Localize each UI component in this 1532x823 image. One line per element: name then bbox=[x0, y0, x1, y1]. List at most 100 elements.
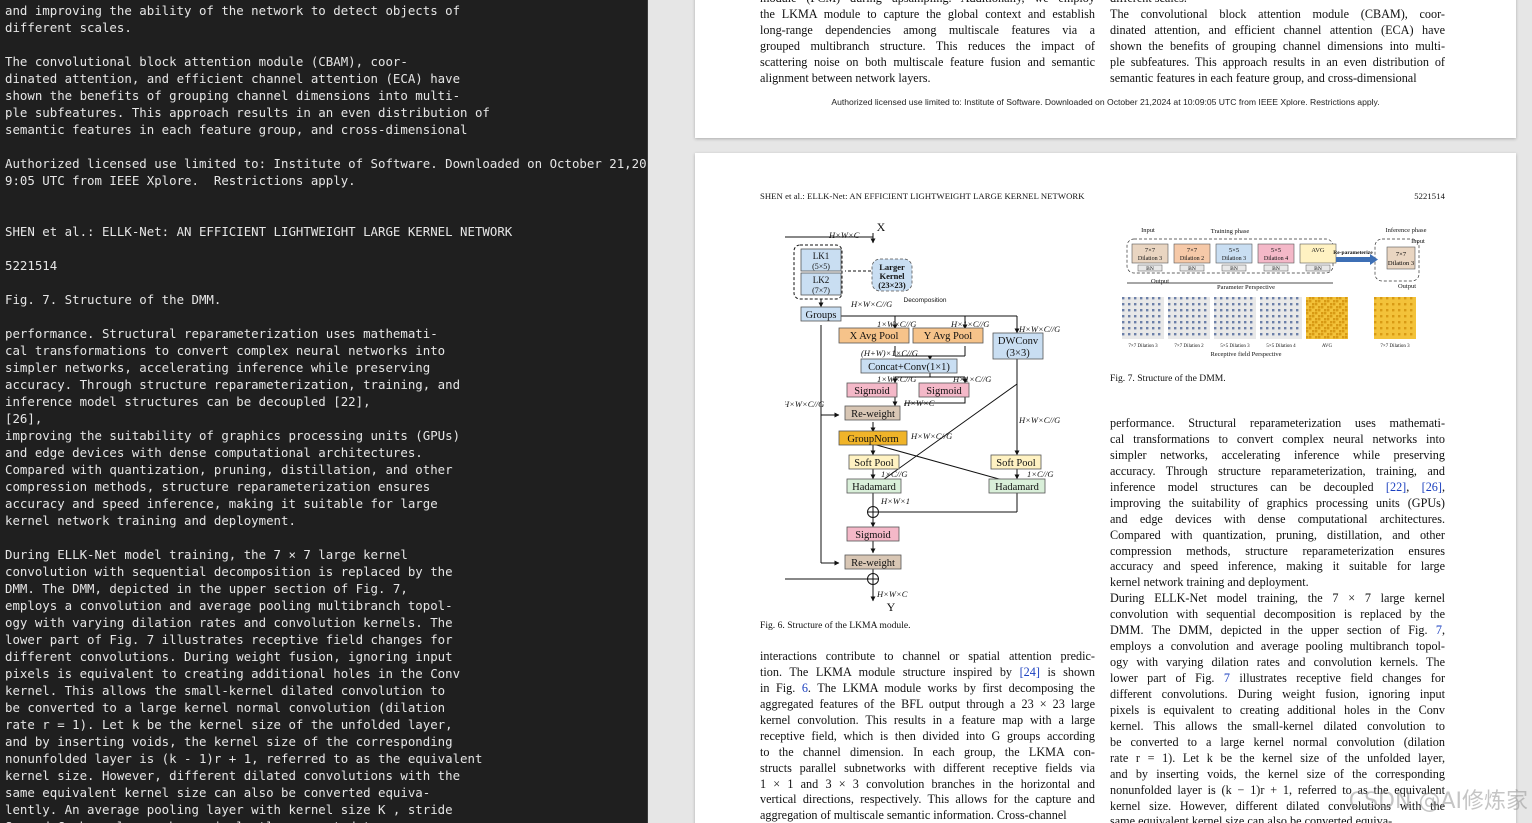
fig7-grid-cell bbox=[1345, 300, 1348, 303]
pdf-viewer[interactable]: module (FCM) during upsampling. Addition… bbox=[648, 0, 1532, 823]
fig7-branch-label: BN bbox=[1146, 266, 1154, 272]
fig6-dim-1wcg: 1×W×C//G bbox=[877, 319, 916, 329]
fig7-grid-cell bbox=[1146, 309, 1149, 312]
text-editor-pane[interactable]: and improving the ability of the network… bbox=[0, 0, 647, 823]
fig7-grid-cell bbox=[1232, 315, 1235, 318]
figure-link[interactable]: 6 bbox=[801, 680, 808, 695]
fig7-grid-cell bbox=[1180, 333, 1183, 336]
fig7-grid-cell bbox=[1152, 303, 1155, 306]
fig7-grid-cell bbox=[1204, 309, 1207, 312]
text-line: convolution with sequential decompositio… bbox=[1110, 607, 1445, 622]
fig7-grid-cell bbox=[1278, 333, 1281, 336]
fig7-grid-cell bbox=[1327, 306, 1330, 309]
text-line: employs a convolution and average poolin… bbox=[1110, 639, 1445, 654]
pane-divider[interactable] bbox=[647, 0, 648, 823]
fig7-grid-cell bbox=[1342, 336, 1345, 339]
fig7-grid-cell bbox=[1312, 321, 1315, 324]
editor-line: ogy with varying dilation rates and conv… bbox=[5, 615, 453, 630]
editor-line: Compared with quantization, pruning, dis… bbox=[5, 462, 453, 477]
fig7-grid-cell bbox=[1260, 327, 1263, 330]
fig7-grid-cell bbox=[1330, 312, 1333, 315]
fig6-dim-hw1cg: (H+W)×1×C//G bbox=[861, 348, 918, 358]
fig7-grid-cell bbox=[1290, 315, 1293, 318]
fig7-grid-cell bbox=[1204, 315, 1207, 318]
fig7-grid-cell bbox=[1327, 297, 1330, 300]
text-line: in Fig. 6. The LKMA module works by firs… bbox=[760, 680, 1095, 695]
fig7-grid-cell bbox=[1244, 327, 1247, 330]
fig6-dim-h1cg: H×1×C//G bbox=[950, 319, 989, 329]
figure-link[interactable]: 7 bbox=[1223, 671, 1230, 685]
fig7-grid-cell bbox=[1250, 327, 1253, 330]
fig7-grid-cell bbox=[1306, 312, 1309, 315]
fig7-grid-cell bbox=[1386, 315, 1389, 318]
fig7-grid-cell bbox=[1290, 321, 1293, 324]
editor-line: rate r = 1). Let k be the kernel size of… bbox=[5, 717, 453, 732]
figure-link[interactable]: 7 bbox=[1435, 623, 1442, 638]
fig7-grid-cell bbox=[1158, 315, 1161, 318]
fig7-grid-cell bbox=[1380, 303, 1383, 306]
editor-line: SHEN et al.: ELLK-Net: AN EFFICIENT LIGH… bbox=[5, 224, 513, 239]
citation-link[interactable]: [24] bbox=[1019, 664, 1040, 679]
fig7-grid-cell bbox=[1140, 309, 1143, 312]
fig7-grid-cell bbox=[1324, 327, 1327, 330]
fig7-grid-cell bbox=[1128, 333, 1131, 336]
fig7-grid-cell bbox=[1158, 327, 1161, 330]
fig7-grid-cell bbox=[1296, 315, 1299, 318]
fig7-grid-cell bbox=[1398, 333, 1401, 336]
fig7-grid-cell bbox=[1333, 318, 1336, 321]
fig7-branch-box bbox=[1173, 243, 1211, 264]
fig7-grid-cell bbox=[1398, 321, 1401, 324]
fig7-grid-cell bbox=[1260, 333, 1263, 336]
fig7-grid-cell bbox=[1306, 300, 1309, 303]
fig7-grid-cell bbox=[1128, 321, 1131, 324]
editor-line: pixels is equivalent to creating additio… bbox=[5, 666, 461, 681]
editor-line: inference model structures can be decoup… bbox=[5, 394, 371, 409]
fig7-grid-cell bbox=[1152, 333, 1155, 336]
fig7-grid-cell bbox=[1272, 315, 1275, 318]
fig7-grid-cell bbox=[1321, 315, 1324, 318]
fig7-grid-cell bbox=[1345, 309, 1348, 312]
fig7-grid-cell bbox=[1232, 327, 1235, 330]
text-line: interactions contribute to channel or sp… bbox=[760, 649, 1095, 663]
fig7-grid-cell bbox=[1152, 327, 1155, 330]
fig7-grid-cell bbox=[1386, 321, 1389, 324]
fig6-dim-hwcg-left: H×W×C//G bbox=[785, 399, 824, 409]
fig7-grid-cell bbox=[1392, 315, 1395, 318]
fig7-grid-cell bbox=[1336, 297, 1339, 300]
fig7-grid-cell bbox=[1336, 336, 1339, 339]
fig7-grid-cell bbox=[1342, 330, 1345, 333]
fig7-grid-cell bbox=[1122, 333, 1125, 336]
fig7-grid-cell bbox=[1339, 333, 1342, 336]
text-line: alignment between network layers. bbox=[760, 70, 931, 85]
text-line: the LKMA module to capture the global co… bbox=[760, 6, 1095, 21]
fig7-grid-cell bbox=[1128, 297, 1131, 300]
editor-line bbox=[5, 308, 647, 325]
editor-line: kernel network training and deployment. bbox=[5, 513, 296, 528]
fig7-grid-cell bbox=[1284, 321, 1287, 324]
fig7-grid-cell bbox=[1386, 333, 1389, 336]
fig7-grid-cell bbox=[1238, 297, 1241, 300]
fig7-grid-cell bbox=[1272, 309, 1275, 312]
fig7-grid-cell bbox=[1226, 303, 1229, 306]
text-line: to the channel dimension. In each group,… bbox=[760, 744, 1095, 759]
fig7-grid-cell bbox=[1398, 309, 1401, 312]
fig7-grid-cell bbox=[1324, 300, 1327, 303]
citation-link[interactable]: [22] bbox=[1385, 479, 1407, 494]
fig7-inf-d: Dilation 3 bbox=[1388, 260, 1414, 267]
fig7-inference-input: Input bbox=[1411, 238, 1425, 245]
fig7-grid-cell bbox=[1342, 309, 1345, 312]
fig7-grid-cell bbox=[1180, 315, 1183, 318]
citation-link[interactable]: [26] bbox=[1421, 479, 1442, 494]
fig7-grid-cell bbox=[1250, 321, 1253, 324]
fig7-branch-label: BN bbox=[1314, 266, 1322, 272]
fig7-grid-cell bbox=[1321, 333, 1324, 336]
fig7-grid-cell bbox=[1321, 306, 1324, 309]
fig7-grid-cell bbox=[1306, 303, 1309, 306]
fig7-training: Training phase bbox=[1211, 228, 1250, 235]
text-line: accuracy. Through structure reparameteri… bbox=[1110, 463, 1445, 478]
fig7-grid-cell bbox=[1186, 303, 1189, 306]
fig7-grid-cell bbox=[1339, 330, 1342, 333]
fig7-branch-box bbox=[1299, 243, 1337, 264]
fig7-grid-cell bbox=[1204, 303, 1207, 306]
fig7-grid-cell bbox=[1146, 321, 1149, 324]
